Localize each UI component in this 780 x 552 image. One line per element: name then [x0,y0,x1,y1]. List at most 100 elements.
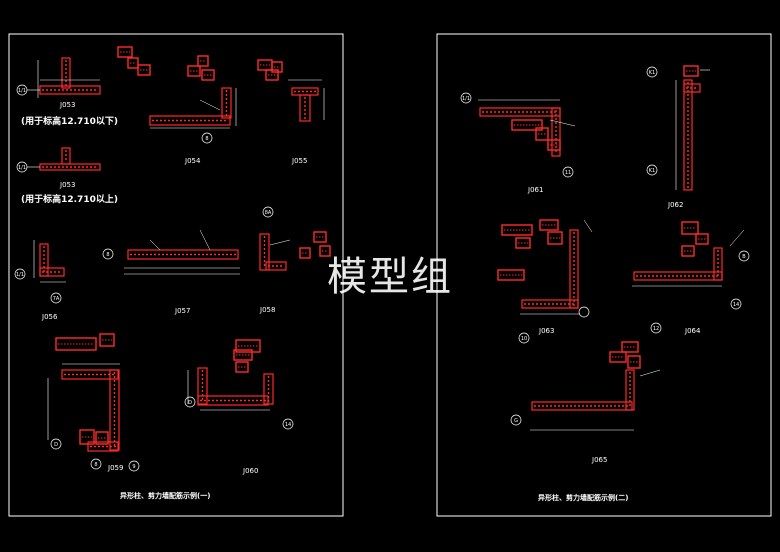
axis-bubble [128,460,140,472]
detail-block [511,119,543,131]
wall-outline [265,261,287,271]
detail-block [197,55,209,67]
detail-block [539,219,559,231]
wall-outline [299,94,311,122]
detail-block [695,233,709,245]
leader-line [549,119,576,127]
wall-outline [197,367,208,405]
detail-block [79,429,95,445]
sheet-frame-right [436,33,772,517]
axis-tag: 1/1 [18,165,26,171]
axis-tag: D [188,400,192,406]
wall-outline [61,57,71,89]
axis-tag: 10 [521,336,527,342]
wall-outline [683,79,693,191]
label-j061: J061 [527,186,543,194]
wall-outline [109,369,120,451]
axis-tag: 11 [565,170,571,176]
wall-outline [39,267,65,277]
axis-tag: K1 [649,70,655,76]
detail-block [497,269,525,281]
leader-line [269,239,291,246]
detail-block [627,355,641,369]
axis-bubble [50,438,62,450]
detail-block [515,237,531,249]
label-j053-b: J053 [59,181,75,189]
axis-bubble [184,396,196,408]
detail-block [117,46,133,58]
detail-block [127,57,139,69]
wall-outline [149,115,231,126]
label-j054: J054 [184,157,201,165]
wall-outline [625,369,635,411]
wall-outline [713,247,723,281]
wall-outline [263,373,274,405]
wall-outline [61,147,71,165]
wall-outline [61,369,119,380]
axis-tag: 8 [205,136,208,142]
detail-block [609,351,627,363]
axis-tag: 1/1 [18,88,26,94]
detail-block [547,231,563,245]
leader-line [729,229,745,247]
axis-bubble [90,458,102,470]
leader-line [199,229,211,251]
axis-bubble [102,248,114,260]
detail-block [201,69,215,81]
axis-tag: 8 [94,462,97,468]
axis-bubble [730,298,742,310]
axis-tag: 8A [265,210,272,216]
leader-line [149,239,161,251]
detail-block [235,339,261,353]
detail-block [621,341,639,353]
axis-tag: 8 [106,252,109,258]
axis-tag: 7A [53,296,60,302]
wall-outline [127,249,239,260]
axis-bubble [646,164,658,176]
wall-outline [221,87,232,119]
axis-tag: 14 [733,302,739,308]
label-j060: J060 [242,467,258,475]
label-j053-a: J053 [59,101,75,109]
detail-block [547,139,561,151]
detail-block [137,64,151,76]
watermark: 模型组 [327,254,453,300]
wall-outline [551,107,561,157]
axis-tag: 12 [653,326,659,332]
label-j064: J064 [684,327,701,335]
wall-outline [683,83,701,93]
axis-bubble [14,268,26,280]
label-j065: J065 [591,456,607,464]
label-j063: J063 [538,327,554,335]
axis-bubble [738,250,750,262]
note-below-elevation: (用于标高12.710以下) [21,115,118,127]
axis-tag: 9 [132,464,135,470]
detail-block [271,61,283,73]
axis-tag: 14 [285,422,291,428]
detail-block [55,337,97,351]
detail-block [683,65,699,77]
label-j057: J057 [174,307,190,315]
detail-block [319,245,331,257]
axis-bubble [510,414,522,426]
detail-block [235,361,249,373]
detail-block [95,431,109,445]
label-j059: J059 [107,464,123,472]
wall-outline [259,233,270,271]
axis-tag: D [54,442,58,448]
detail-block [681,245,695,257]
leader-line [199,99,221,111]
detail-block [233,349,253,361]
axis-bubble [282,418,294,430]
axis-tag: B [742,254,746,260]
axis-bubble [562,166,574,178]
detail-block [313,231,327,243]
sheet-title-right: 异形柱、剪力墙配筋示例(二) [538,493,628,502]
note-above-elevation: (用于标高12.710以上) [21,193,118,205]
leader-line [583,219,593,233]
axis-bubble [460,92,472,104]
detail-block [99,333,115,347]
wall-outline [87,441,119,452]
detail-block [535,127,549,141]
